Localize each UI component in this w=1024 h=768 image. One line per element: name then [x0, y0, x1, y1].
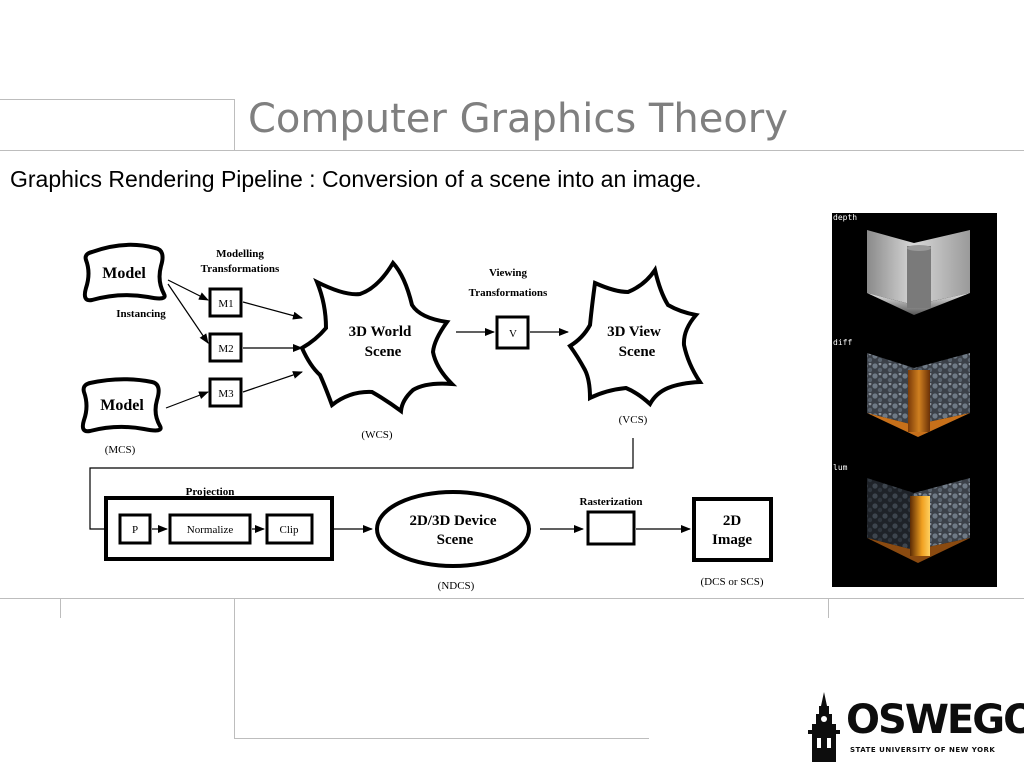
normalize-box	[168, 513, 252, 545]
connector-view-to-projection	[89, 438, 634, 533]
modelling-label-1: Modelling	[216, 248, 264, 260]
world-scene-label-2: Scene	[365, 344, 402, 360]
clip-label: Clip	[280, 524, 299, 536]
m1-label: M1	[218, 298, 233, 310]
projection-label: Projection	[186, 486, 235, 498]
frame-line-title-left	[234, 99, 235, 151]
v-label: V	[509, 328, 517, 340]
device-scene-label-2: Scene	[437, 532, 474, 548]
image-label-1: 2D	[723, 513, 742, 529]
slide-subtitle: Graphics Rendering Pipeline : Conversion…	[10, 166, 702, 192]
logo-wordmark: OSWEGO	[846, 697, 1024, 743]
view-scene-star	[567, 265, 704, 408]
wcs-label: (WCS)	[361, 429, 393, 441]
mcs-label: (MCS)	[105, 444, 136, 456]
vcs-label: (VCS)	[619, 414, 648, 426]
frame-line-top	[0, 99, 235, 100]
image-label-2: Image	[712, 532, 752, 548]
view-scene-label-1: 3D View	[607, 324, 661, 340]
render-label-diff: diff	[833, 338, 853, 347]
frame-line-bottom-left	[234, 598, 235, 738]
model-label-top: Model	[102, 265, 146, 282]
instancing-label: Instancing	[116, 308, 166, 320]
frame-tick-1	[60, 598, 61, 618]
view-scene-label-2: Scene	[619, 344, 656, 360]
render-samples-panel: depth diff lum	[832, 213, 997, 587]
modelling-arrows	[165, 279, 303, 409]
modelling-label-2: Transformations	[201, 263, 280, 275]
world-scene-star	[299, 259, 458, 415]
v-box	[495, 315, 530, 350]
p-label: P	[132, 524, 138, 536]
model-blob-bottom	[80, 377, 163, 434]
device-scene-label-1: 2D/3D Device	[409, 513, 496, 529]
world-scene-label-1: 3D World	[349, 324, 412, 340]
normalize-label: Normalize	[187, 524, 234, 536]
m2-box	[208, 332, 243, 363]
rasterization-box	[586, 510, 636, 546]
oswego-logo: OSWEGO STATE UNIVERSITY OF NEW YORK	[806, 690, 1024, 764]
logo-tagline: STATE UNIVERSITY OF NEW YORK	[850, 746, 996, 754]
ndcs-label: (NDCS)	[438, 580, 475, 592]
render-samples-art	[867, 230, 970, 563]
frame-line-title	[0, 150, 1024, 151]
model-label-bottom: Model	[100, 397, 144, 414]
render-label-lum: lum	[833, 463, 848, 472]
p-box	[118, 513, 152, 545]
frame-tick-2	[828, 598, 829, 618]
m3-box	[208, 377, 243, 408]
clip-box	[265, 513, 314, 545]
render-label-depth: depth	[833, 213, 858, 222]
model-blob-top	[82, 242, 167, 303]
m1-box	[208, 287, 243, 318]
frame-line-bottom	[0, 598, 1024, 599]
frame-line-footer	[234, 738, 649, 739]
rasterization-label: Rasterization	[580, 496, 643, 508]
slide-title: Computer Graphics Theory	[248, 96, 788, 142]
clock-tower-icon	[808, 692, 840, 762]
device-scene-ellipse	[375, 490, 531, 568]
viewing-label-2: Transformations	[469, 287, 548, 299]
viewing-label-1: Viewing	[489, 267, 528, 279]
image-box	[692, 497, 773, 562]
m3-label: M3	[218, 388, 234, 400]
m2-label: M2	[218, 343, 233, 355]
dcs-label: (DCS or SCS)	[701, 576, 764, 588]
